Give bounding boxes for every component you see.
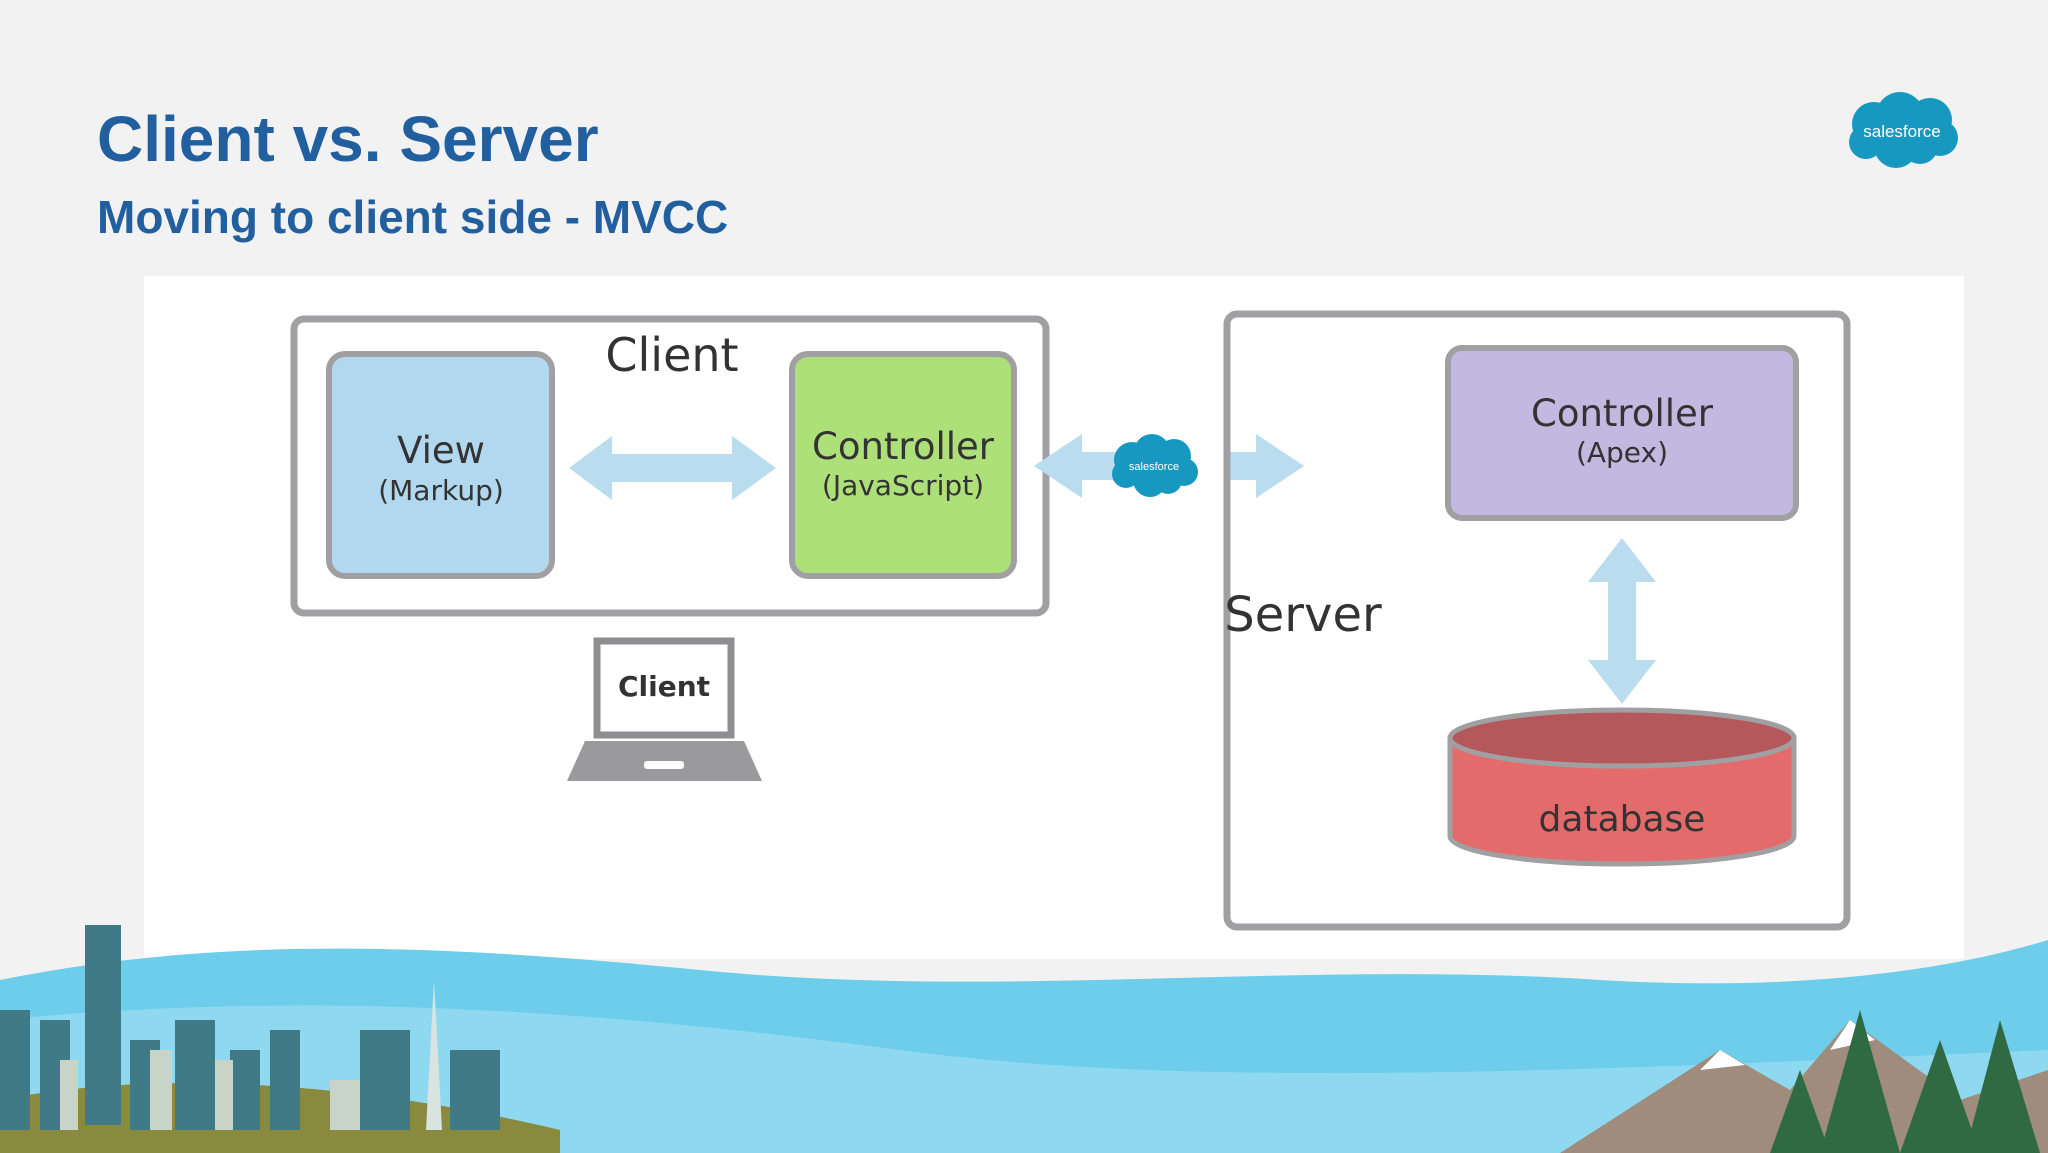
client-controller-box [789,351,1017,579]
view-subtitle: (Markup) [378,474,504,507]
database-body [1447,735,1797,867]
salesforce-logo: salesforce [1849,92,1958,168]
server-controller-title: Controller [1531,392,1714,435]
connector-logo-text: salesforce [1129,461,1179,473]
logo-text: salesforce [1863,122,1940,141]
client-controller-title: Controller [812,425,995,468]
controller-database-arrow [1588,538,1656,704]
client-controller-subtitle: (JavaScript) [822,469,984,502]
client-label: Client [605,328,738,382]
view-box [326,351,555,579]
laptop-icon [567,637,762,781]
view-title: View [397,429,485,472]
city-skyline-banner [0,925,2048,1153]
database-top [1447,707,1797,769]
database-label: database [1539,799,1706,840]
slide-subtitle: Moving to client side - MVCC [97,191,729,243]
server-controller-box [1445,345,1799,521]
view-controller-arrow [569,436,776,500]
diagram-panel: Client View (Markup) Controller (JavaScr… [144,276,1964,959]
connector-left-arrow [1034,434,1120,498]
connector-right-arrow [1224,434,1304,498]
server-container [1223,310,1851,931]
mvcc-diagram: Client View (Markup) Controller (JavaScr… [290,310,1851,931]
server-label: Server [1224,587,1382,643]
slide-title: Client vs. Server [97,103,599,175]
server-controller-subtitle: (Apex) [1576,436,1668,469]
connector-cloud-icon [1112,434,1198,497]
laptop-label: Client [618,670,710,703]
